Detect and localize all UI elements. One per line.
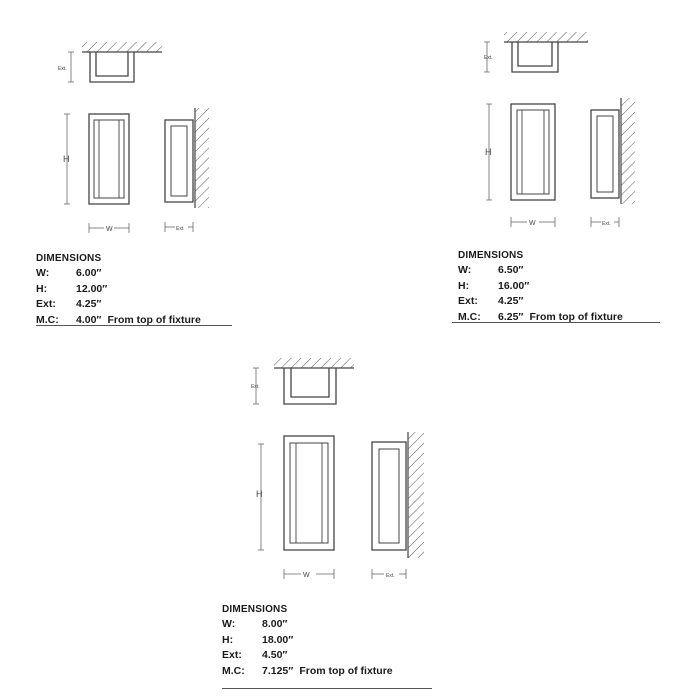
fixture-top-view	[89, 52, 135, 83]
fixture-front-view	[510, 103, 556, 201]
dimension-value: 12.00″	[76, 282, 108, 295]
height-label: H	[63, 154, 70, 164]
ext-label: Ext.	[484, 55, 493, 61]
ext-side-label: Ext.	[176, 226, 185, 232]
fixture-front-view	[88, 113, 130, 205]
dimension-row-mc: M.C: 4.00″ From top of fixture	[36, 313, 201, 329]
dimension-row-ext: Ext: 4.50″	[222, 648, 393, 664]
width-dimension-marker: W	[510, 217, 556, 227]
fixture-front-view	[283, 435, 335, 551]
width-dimension-marker: W	[283, 569, 335, 579]
height-dimension-marker: H	[256, 443, 264, 551]
dimensions-title: DIMENSIONS	[458, 250, 524, 261]
dimension-value: 4.25″	[76, 298, 102, 310]
dimensions-rule	[452, 322, 660, 323]
dimension-label: H:	[222, 633, 234, 646]
dimension-value: 8.00″	[262, 618, 288, 630]
dimension-value: 4.25″	[498, 295, 524, 307]
fixture-side-view	[371, 432, 424, 558]
ext-label: Ext.	[251, 384, 260, 390]
fixture-drawing-small: Ext. H W	[58, 42, 209, 233]
ext-dimension-marker-side: Ext.	[590, 217, 620, 227]
dimension-row-ext: Ext: 4.25″	[458, 294, 623, 310]
ext-dimension-marker-top: Ext.	[251, 367, 260, 405]
dimension-row-height: H: 12.00″	[36, 282, 201, 298]
ceiling-hatch	[274, 358, 354, 369]
dimension-label: M.C:	[222, 664, 245, 677]
dimension-value: 18.00″	[262, 633, 294, 646]
wall-hatch	[408, 432, 424, 558]
ext-dimension-marker-top: Ext.	[58, 51, 74, 83]
dimension-label: W:	[36, 267, 50, 279]
height-label: H	[485, 147, 492, 157]
fixture-top-view	[283, 368, 337, 405]
ext-side-label: Ext.	[602, 221, 611, 227]
dimension-row-width: W: 6.00″	[36, 266, 201, 282]
dimensions-title: DIMENSIONS	[222, 604, 288, 615]
height-dimension-marker: H	[63, 113, 70, 205]
fixture-drawing-large: Ext. H W	[251, 358, 424, 579]
dimension-value: 4.50″	[262, 649, 288, 661]
dimension-label: W:	[458, 264, 472, 276]
ext-side-label: Ext.	[386, 573, 395, 579]
dimension-note: From top of fixture	[529, 310, 623, 323]
width-dimension-marker: W	[88, 223, 130, 233]
dimensions-rule	[222, 688, 432, 689]
dimension-value: 6.00″	[76, 267, 102, 279]
width-label: W	[529, 220, 536, 227]
fixture-side-view	[590, 98, 635, 204]
dimensions-block: DIMENSIONS W: 6.50″ H: 16.00″ Ext: 4.25″ M.…	[458, 250, 623, 325]
dimension-label: M.C:	[36, 313, 59, 326]
dimension-row-height: H: 18.00″	[222, 633, 393, 649]
dimension-label: Ext:	[458, 295, 478, 307]
dimension-row-height: H: 16.00″	[458, 279, 623, 295]
fixture-drawing-medium: Ext. H W	[484, 32, 635, 227]
fixture-panel-large: Ext. H W	[200, 340, 500, 700]
dimension-value: 6.25″	[498, 310, 524, 323]
ceiling-hatch	[82, 42, 162, 53]
height-dimension-marker: H	[485, 103, 492, 201]
dimension-label: W:	[222, 618, 236, 630]
dimensions-rule	[36, 325, 232, 326]
dimension-note: From top of fixture	[107, 313, 201, 326]
dimension-row-width: W: 6.50″	[458, 263, 623, 279]
dimension-label: Ext:	[36, 298, 56, 310]
dimension-row-mc: M.C: 6.25″ From top of fixture	[458, 310, 623, 326]
dimension-value: 4.00″	[76, 313, 102, 326]
height-label: H	[256, 489, 263, 499]
dimension-row-ext: Ext: 4.25″	[36, 297, 201, 313]
dimension-label: H:	[36, 282, 48, 295]
dimensions-block: DIMENSIONS W: 6.00″ H: 12.00″ Ext: 4.25″ M.…	[36, 253, 201, 328]
fixture-panel-medium: Ext. H W	[420, 0, 700, 340]
dimensions-title: DIMENSIONS	[36, 253, 102, 264]
ext-dimension-marker-side: Ext.	[164, 222, 194, 232]
ext-label: Ext.	[58, 66, 67, 72]
dimension-value: 6.50″	[498, 264, 524, 276]
dimension-note: From top of fixture	[299, 664, 393, 677]
wall-hatch	[621, 98, 635, 204]
dimension-value: 16.00″	[498, 279, 530, 292]
dimension-row-mc: M.C: 7.125″ From top of fixture	[222, 664, 393, 680]
dimensions-block: DIMENSIONS W: 8.00″ H: 18.00″ Ext: 4.50″ M.…	[222, 604, 393, 679]
wall-hatch	[195, 108, 209, 208]
width-label: W	[106, 226, 113, 233]
ceiling-hatch	[504, 32, 588, 43]
dimension-label: H:	[458, 279, 470, 292]
fixture-panel-small: Ext. H W	[0, 0, 300, 340]
dimension-value: 7.125″	[262, 664, 294, 677]
ext-dimension-marker-side: Ext.	[371, 569, 407, 579]
dimension-label: M.C:	[458, 310, 481, 323]
fixture-side-view	[164, 108, 209, 208]
dimension-label: Ext:	[222, 649, 242, 661]
ext-dimension-marker-top: Ext.	[484, 41, 493, 73]
fixture-top-view	[511, 42, 559, 73]
dimension-row-width: W: 8.00″	[222, 617, 393, 633]
width-label: W	[303, 572, 310, 579]
